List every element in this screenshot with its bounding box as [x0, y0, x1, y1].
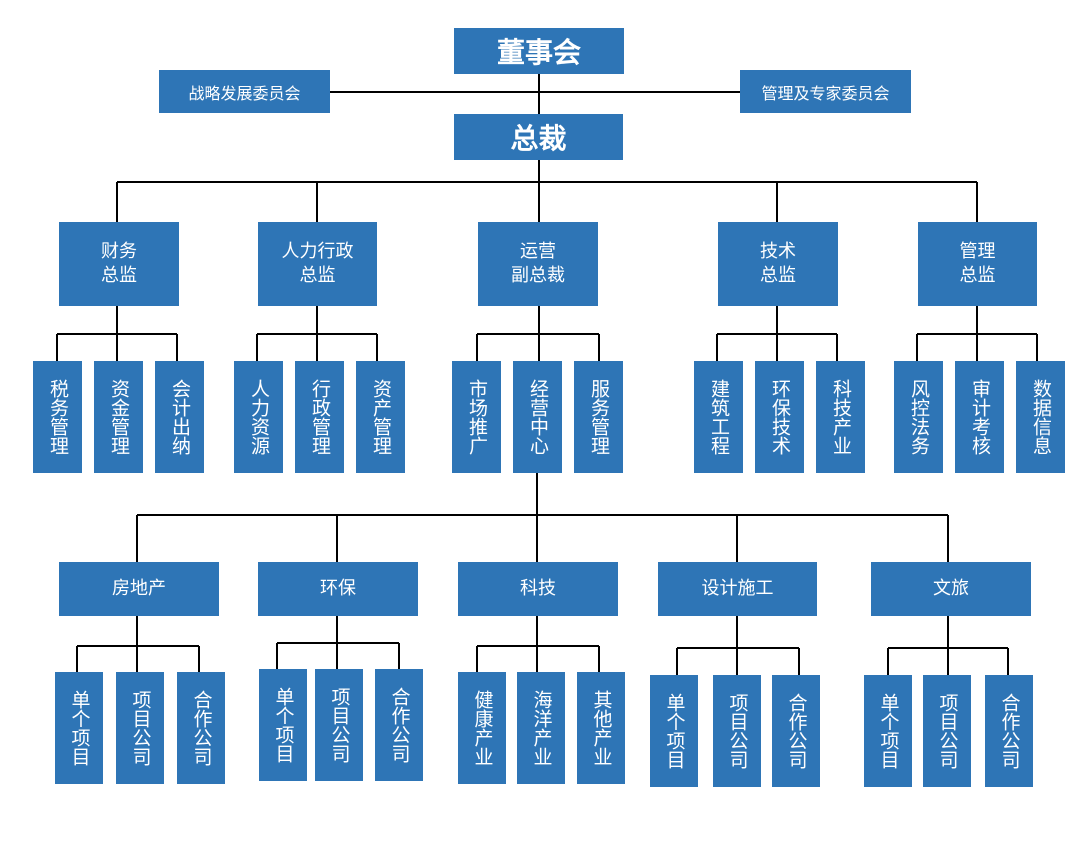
sector-unit-box: 单个项目	[55, 672, 103, 784]
sector-unit-box: 健康产业	[458, 672, 506, 784]
sector-unit-box: 单个项目	[864, 675, 912, 787]
unit-box: 建筑工程	[694, 361, 743, 473]
unit-box: 风控法务	[894, 361, 943, 473]
sector-unit-box: 海洋产业	[517, 672, 565, 784]
unit-box: 服务管理	[574, 361, 623, 473]
unit-box: 数据信息	[1016, 361, 1065, 473]
sector-unit-box: 项目公司	[116, 672, 164, 784]
sector-technology: 科技	[458, 562, 618, 616]
department-finance: 财务 总监	[59, 222, 179, 306]
unit-box: 经营中心	[513, 361, 562, 473]
unit-box: 环保技术	[755, 361, 804, 473]
sector-unit-box: 合作公司	[177, 672, 225, 784]
sector-unit-box: 合作公司	[985, 675, 1033, 787]
unit-box: 税务管理	[33, 361, 82, 473]
strategy-committee-box: 战略发展委员会	[159, 70, 330, 113]
unit-box: 市场推广	[452, 361, 501, 473]
chairman-box: 董事会	[454, 28, 624, 74]
sector-unit-box: 单个项目	[259, 669, 307, 781]
sector-culture-tourism: 文旅	[871, 562, 1031, 616]
department-technology: 技术 总监	[718, 222, 838, 306]
sector-unit-box: 单个项目	[650, 675, 698, 787]
sector-unit-box: 项目公司	[923, 675, 971, 787]
unit-box: 人力资源	[234, 361, 283, 473]
sector-unit-box: 合作公司	[772, 675, 820, 787]
department-operations: 运营 副总裁	[478, 222, 598, 306]
president-box: 总裁	[454, 114, 623, 160]
unit-box: 资产管理	[356, 361, 405, 473]
unit-box: 会计出纳	[155, 361, 204, 473]
sector-real-estate: 房地产	[59, 562, 219, 616]
sector-unit-box: 合作公司	[375, 669, 423, 781]
department-management: 管理 总监	[918, 222, 1037, 306]
sector-unit-box: 项目公司	[713, 675, 761, 787]
unit-box: 科技产业	[816, 361, 865, 473]
expert-committee-box: 管理及专家委员会	[740, 70, 911, 113]
sector-design-construction: 设计施工	[658, 562, 817, 616]
sector-unit-box: 其他产业	[577, 672, 625, 784]
unit-box: 资金管理	[94, 361, 143, 473]
unit-box: 行政管理	[295, 361, 344, 473]
sector-environmental: 环保	[258, 562, 418, 616]
department-hr-admin: 人力行政 总监	[258, 222, 377, 306]
sector-unit-box: 项目公司	[315, 669, 363, 781]
unit-box: 审计考核	[955, 361, 1004, 473]
